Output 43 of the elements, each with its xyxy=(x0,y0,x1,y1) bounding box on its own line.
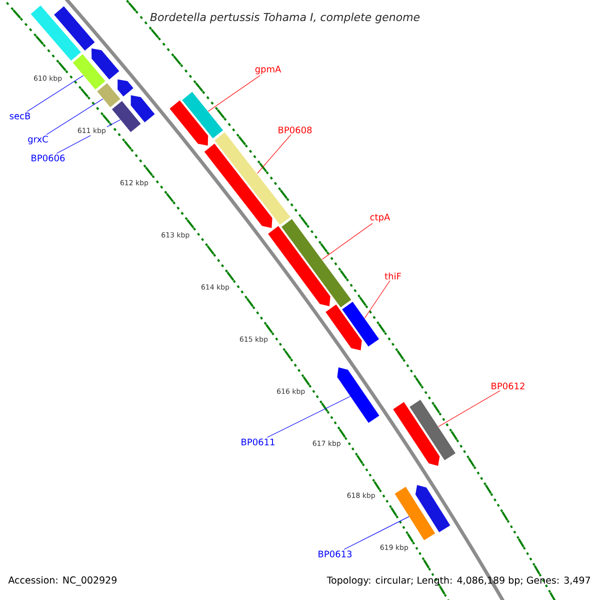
gene-label: grxC xyxy=(28,136,48,144)
leader-line xyxy=(438,390,500,427)
gene-bar xyxy=(92,48,120,80)
leader-line xyxy=(26,75,84,112)
leader-line xyxy=(322,223,373,260)
gene-label: BP0606 xyxy=(32,154,65,162)
leader-line xyxy=(256,134,292,174)
gene-label: ctpA xyxy=(370,214,390,222)
gene-bar xyxy=(182,92,224,138)
gene-label: BP0608 xyxy=(278,126,312,134)
gene-bar xyxy=(214,132,290,225)
gene-label: thiF xyxy=(384,272,401,280)
gene-bar xyxy=(118,79,134,96)
gene-bar xyxy=(54,6,95,51)
gene-label: secB xyxy=(10,112,30,120)
gene-label: gpmA xyxy=(255,66,282,74)
footer-text: Topology: circular; Length: 4,086,189 bp; Genes: 3,497 xyxy=(326,576,590,586)
gene-bar xyxy=(268,226,330,306)
gene-bar xyxy=(97,83,120,108)
gene-bar xyxy=(72,54,106,90)
gene-bar xyxy=(30,5,81,61)
leader-line xyxy=(267,396,351,438)
gene-bar xyxy=(170,100,208,146)
gene-bar xyxy=(393,402,440,466)
leader-line xyxy=(208,75,260,112)
gene-bar xyxy=(410,400,456,460)
gene-bar xyxy=(282,219,352,308)
gene-bar xyxy=(337,367,380,423)
gene-bar xyxy=(342,302,380,347)
gene-bar xyxy=(326,304,362,350)
gene-bar xyxy=(130,95,155,122)
leader-line xyxy=(46,98,104,135)
gene-bar xyxy=(415,485,450,532)
gene-label: BP0612 xyxy=(492,382,524,390)
gene-bar xyxy=(112,101,141,132)
leader-line xyxy=(364,280,390,319)
leader-line xyxy=(344,516,410,550)
gene-bar xyxy=(204,144,272,228)
footer-text: Accession: NC_002929 xyxy=(8,576,116,586)
gene-label: BP0611 xyxy=(242,438,274,446)
gene-label: BP0613 xyxy=(318,550,352,558)
gene-bar xyxy=(394,486,436,540)
title: Bordetella pertussis Tohama I, complete genome xyxy=(150,12,420,24)
